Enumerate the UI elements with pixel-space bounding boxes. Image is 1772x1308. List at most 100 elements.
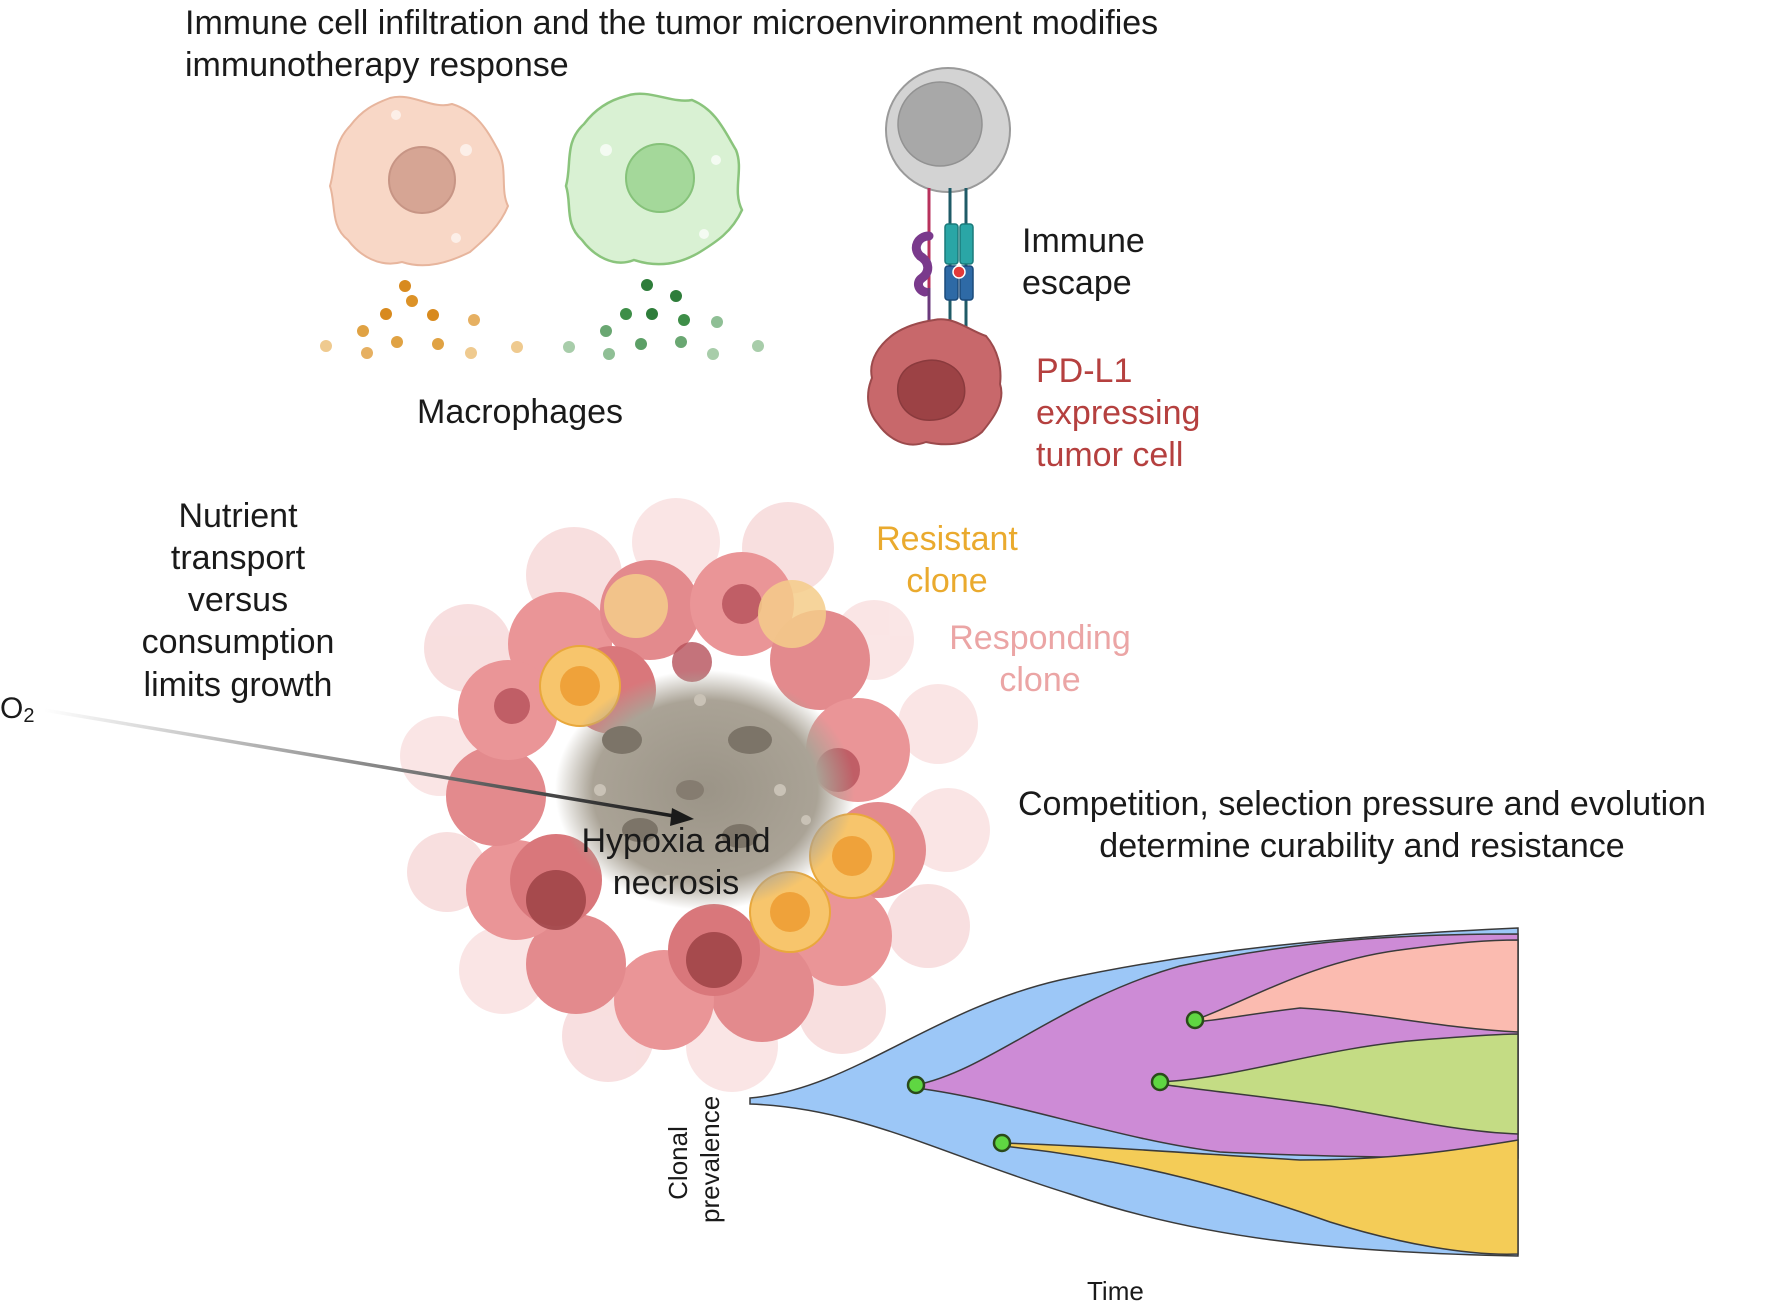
pd1-block xyxy=(944,223,959,265)
tumor-cell xyxy=(526,914,626,1014)
receptor-ligand-purple xyxy=(911,231,934,297)
cytokine-dot xyxy=(511,341,523,353)
vesicle xyxy=(460,144,472,156)
fish-plot xyxy=(749,927,1519,1257)
resistant-nucleus xyxy=(832,836,872,876)
resistant-nucleus xyxy=(770,892,810,932)
cytokine-dot xyxy=(380,308,392,320)
cytokine-dot xyxy=(465,347,477,359)
cytokine-dot xyxy=(361,347,373,359)
evolution-title-line-1: Competition, selection pressure and evol… xyxy=(1018,785,1706,823)
immune-escape-label: Immune escape xyxy=(1022,220,1145,304)
cytokine-dot xyxy=(563,341,575,353)
t-cell-nucleus xyxy=(897,81,983,167)
resistant-cell xyxy=(758,580,826,648)
pdl1-tumor-cell xyxy=(867,318,1003,446)
figure-title: Immune cell infiltration and the tumor m… xyxy=(185,2,1158,86)
mutation-node xyxy=(992,1133,1012,1153)
tumor-nucleus xyxy=(494,688,530,724)
evolution-title-line-2: determine curability and resistance xyxy=(1099,827,1625,866)
o2-label: O2 xyxy=(0,690,34,729)
necrotic-debris xyxy=(594,694,811,885)
vesicle xyxy=(711,155,721,165)
cytokines-orange xyxy=(320,280,523,359)
nutrient-line-3: versus xyxy=(187,581,289,620)
o2-arrow-head xyxy=(670,808,694,826)
debris xyxy=(801,815,811,825)
binding-site-dot xyxy=(952,265,966,279)
tumor-cell xyxy=(446,746,546,846)
cytokine-dot xyxy=(670,290,682,302)
responding-cell xyxy=(886,884,970,968)
nutrient-line-5: limits growth xyxy=(143,665,333,704)
pdl1-line-2: expressing xyxy=(1036,394,1201,433)
responding-line-2: clone xyxy=(999,661,1081,700)
responding-line-1: Responding xyxy=(949,619,1131,657)
cytokine-dot xyxy=(399,280,411,292)
macrophage-orange xyxy=(328,95,510,267)
o2-symbol: O xyxy=(0,692,24,725)
hypoxia-line-2: necrosis xyxy=(613,864,740,902)
responding-cell xyxy=(898,684,978,764)
cytokine-dot xyxy=(432,338,444,350)
resistant-line-1: Resistant xyxy=(876,520,1018,558)
tumor-nucleus xyxy=(722,584,762,624)
responding-cell xyxy=(798,966,886,1054)
x-axis-label: Time xyxy=(1087,1276,1144,1306)
cytokine-dot xyxy=(641,279,653,291)
vesicle xyxy=(391,110,401,120)
title-line-1: Immune cell infiltration and the tumor m… xyxy=(185,4,1159,42)
nutrient-line-2: transport xyxy=(170,539,306,578)
cytokine-dot xyxy=(707,348,719,360)
debris xyxy=(663,875,673,885)
cytokine-dot xyxy=(603,348,615,360)
debris xyxy=(722,824,758,848)
responding-clone-label: Responding clone xyxy=(940,617,1140,701)
o2-arrow-shaft xyxy=(43,708,675,818)
cytokine-dot xyxy=(357,325,369,337)
debris xyxy=(594,784,606,796)
cytokine-dot xyxy=(406,295,418,307)
resistant-clone-label: Resistant clone xyxy=(862,518,1032,602)
pdl1-line-1: PD-L1 xyxy=(1036,352,1133,390)
mutation-node xyxy=(1185,1010,1205,1030)
cytokine-dot xyxy=(635,338,647,350)
vesicle xyxy=(451,233,461,243)
resistant-nucleus xyxy=(560,666,600,706)
clone-yellow xyxy=(1001,1139,1519,1255)
cytokine-dot xyxy=(391,336,403,348)
title-line-2: immunotherapy response xyxy=(185,46,569,85)
debris xyxy=(676,780,704,800)
nutrient-label: Nutrient transport versus consumption li… xyxy=(120,495,356,706)
macrophage-orange-nucleus xyxy=(388,146,456,214)
tumor-nucleus xyxy=(526,870,586,930)
debris xyxy=(728,726,772,754)
cytokine-dot xyxy=(711,316,723,328)
tumor-mass xyxy=(400,498,990,1092)
vesicle xyxy=(699,229,709,239)
debris xyxy=(622,818,658,842)
cytokine-dot xyxy=(646,308,658,320)
evolution-title: Competition, selection pressure and evol… xyxy=(1018,783,1706,867)
macrophages-label: Macrophages xyxy=(417,393,624,431)
cytokines-green xyxy=(563,279,764,360)
clone-green xyxy=(1159,1033,1519,1135)
tumor-nucleus xyxy=(686,932,742,988)
pdl1-label: PD-L1 expressing tumor cell xyxy=(1036,350,1200,476)
cytokine-dot xyxy=(600,325,612,337)
resistant-cell xyxy=(604,574,668,638)
immune-escape-line-1: Immune xyxy=(1022,222,1145,260)
o2-subscript: 2 xyxy=(23,705,35,727)
debris xyxy=(602,726,642,754)
immune-escape-line-2: escape xyxy=(1022,264,1132,303)
o2-arrow xyxy=(43,708,694,826)
vesicle xyxy=(600,144,612,156)
resistant-line-2: clone xyxy=(906,562,988,601)
cytokine-dot xyxy=(678,314,690,326)
pdl1-line-3: tumor cell xyxy=(1036,436,1184,475)
macrophage-green-nucleus xyxy=(625,143,695,213)
receptor-complex xyxy=(911,188,974,338)
t-cell xyxy=(885,67,1011,193)
cytokine-dot xyxy=(675,336,687,348)
